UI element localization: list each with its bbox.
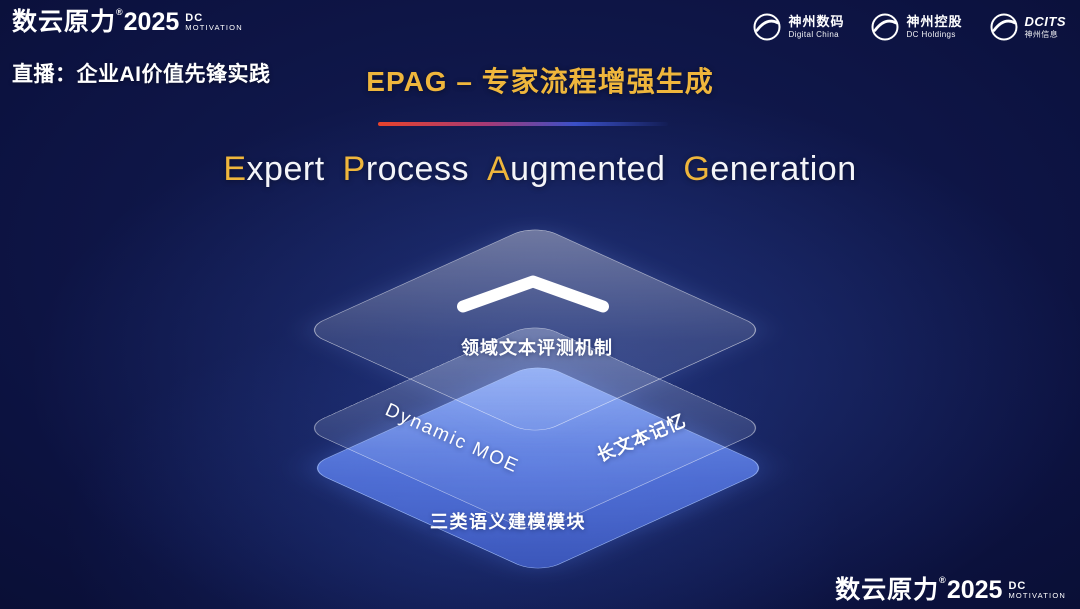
brand-name-text: 数云原力	[835, 576, 940, 604]
brand-motivation-text: MOTIVATION	[185, 23, 243, 33]
label-semantic-modules: 三类语义建模模块	[430, 512, 586, 532]
partner-text: 神州控股 DC Holdings	[906, 13, 963, 39]
partner-dc-holdings: 神州控股 DC Holdings	[870, 12, 962, 42]
label-evaluation-mechanism: 领域文本评测机制	[461, 338, 613, 358]
brand-motivation-text: MOTIVATION	[1008, 591, 1066, 601]
partner-text: DCITS 神州信息	[1024, 13, 1067, 39]
partner-name: 神州数码	[788, 13, 845, 29]
brand-year: 2025	[123, 8, 180, 36]
brand-suffix: DC MOTIVATION	[1008, 580, 1066, 600]
registered-mark: ®	[116, 7, 124, 17]
chevron-up-icon	[453, 272, 613, 321]
dcits-swoosh-icon	[989, 12, 1019, 42]
dc-holdings-swoosh-icon	[870, 12, 900, 42]
partner-subtitle: Digital China	[788, 29, 840, 39]
partner-subtitle: 神州信息	[1024, 29, 1059, 39]
brand-dc-text: DC	[185, 12, 204, 24]
brand-year: 2025	[946, 576, 1003, 604]
brand-logo-bottom-right: 数云原力®2025 DC MOTIVATION	[835, 575, 1066, 604]
brand-suffix: DC MOTIVATION	[185, 12, 243, 32]
brand-name-text: 数云原力	[12, 8, 117, 36]
brand-logo-top-left: 数云原力®2025 DC MOTIVATION	[12, 7, 243, 36]
live-stream-label: 直播：企业AI价值先锋实践	[12, 63, 271, 86]
brand-name: 数云原力®2025	[835, 575, 1003, 604]
partner-digital-china: 神州数码 Digital China	[752, 12, 844, 42]
digital-china-swoosh-icon	[752, 12, 782, 42]
partner-text: 神州数码 Digital China	[788, 13, 845, 39]
gradient-divider	[378, 122, 668, 126]
brand-dc-text: DC	[1008, 580, 1027, 592]
partner-name: DCITS	[1024, 13, 1066, 29]
partner-subtitle: DC Holdings	[906, 29, 956, 39]
partner-name: 神州控股	[906, 13, 963, 29]
registered-mark: ®	[939, 575, 947, 585]
partner-dcits: DCITS 神州信息	[989, 12, 1067, 42]
brand-name: 数云原力®2025	[12, 7, 180, 36]
slide-title: EPAG – 专家流程增强生成	[366, 66, 714, 97]
partner-logos: 神州数码 Digital China 神州控股 DC Holdings	[752, 12, 1066, 42]
